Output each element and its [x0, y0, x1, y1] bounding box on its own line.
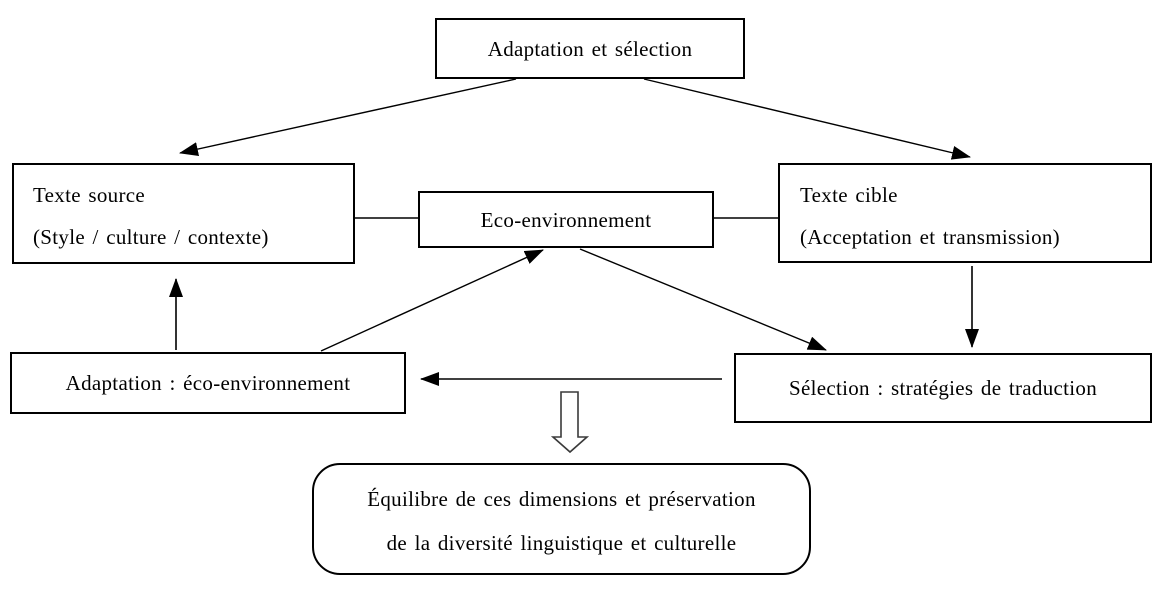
node-equilibre: Équilibre de ces dimensions et préservat… [312, 463, 811, 575]
node-label-line1: Texte cible [800, 183, 898, 207]
arrow-top-to-cible [643, 78, 971, 160]
node-eco-environnement: Eco-environnement [418, 191, 714, 248]
node-label: Sélection : stratégies de traduction [788, 376, 1098, 400]
node-label: Adaptation : éco-environnement [65, 371, 351, 395]
node-adaptation-et-selection: Adaptation et sélection [435, 18, 745, 79]
arrow-adaptation-to-eco [320, 249, 544, 352]
node-texte-source: Texte source (Style / culture / contexte… [12, 163, 355, 264]
node-label-line1: Équilibre de ces dimensions et préservat… [367, 487, 756, 511]
node-label-line1: Texte source [33, 183, 145, 207]
node-label-line2: (Style / culture / contexte) [33, 225, 269, 249]
node-texte-cible: Texte cible (Acceptation et transmission… [778, 163, 1152, 263]
node-label: Adaptation et sélection [487, 36, 693, 61]
node-label: Eco-environnement [480, 207, 652, 232]
node-selection-strategies: Sélection : stratégies de traduction [734, 353, 1152, 423]
node-adaptation-eco-environnement: Adaptation : éco-environnement [10, 352, 406, 414]
node-label-line2: (Acceptation et transmission) [800, 225, 1060, 249]
node-label-line2: de la diversité linguistique et culturel… [386, 531, 737, 555]
block-arrow-down-icon [550, 391, 590, 454]
arrow-eco-to-selection [579, 248, 827, 351]
arrow-top-to-source [179, 78, 517, 156]
